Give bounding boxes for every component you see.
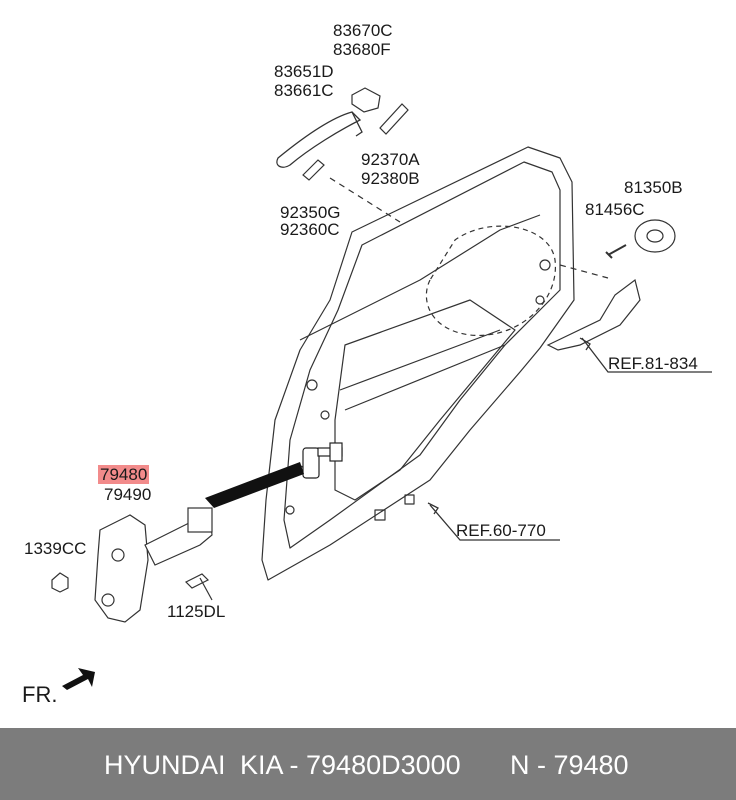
door-inner-frame <box>283 161 561 549</box>
latch-mechanism <box>546 278 641 351</box>
nut <box>51 572 69 593</box>
label-81456C: 81456C <box>585 200 645 219</box>
label-79480-highlighted: 79480 <box>98 465 150 484</box>
footer-part-number: KIA - 79480D3000 <box>240 750 461 780</box>
label-92360C: 92360C <box>280 220 340 239</box>
label-83661C: 83661C <box>274 81 334 100</box>
label-1339CC: 1339CC <box>24 539 87 558</box>
gasket-rear <box>302 159 325 181</box>
label-fr: FR. <box>22 682 58 707</box>
striker <box>634 219 676 253</box>
gasket-front <box>379 103 409 135</box>
handle-cover <box>351 87 381 113</box>
label-79490: 79490 <box>104 485 152 504</box>
label-83651D: 83651D <box>274 62 334 81</box>
label-81350B: 81350B <box>624 178 683 197</box>
lock-area <box>425 225 556 336</box>
label-92350G: 92350G <box>280 203 341 222</box>
guide-arrow <box>205 462 304 508</box>
fr-arrow <box>62 668 95 690</box>
bolt <box>184 573 213 601</box>
door-frame <box>261 146 575 581</box>
door-checker <box>94 507 213 623</box>
footer-ref: N - 79480 <box>510 750 629 780</box>
footer-brand: HYUNDAI <box>104 750 226 780</box>
door-drawing <box>51 87 712 690</box>
inner-panel <box>334 299 516 501</box>
reinforcement-beam <box>339 329 506 411</box>
window-sill <box>299 214 541 341</box>
label-ref-81-834: REF.81-834 <box>608 354 698 373</box>
outside-handle <box>276 111 363 168</box>
label-83670C: 83670C <box>333 21 393 40</box>
label-92370A: 92370A <box>361 150 420 169</box>
label-92380B: 92380B <box>361 169 420 188</box>
footer-bar: HYUNDAI KIA - 79480D3000 N - 79480 <box>0 728 736 800</box>
striker-screw <box>605 244 627 259</box>
label-ref-60-770: REF.60-770 <box>456 521 546 540</box>
label-83680F: 83680F <box>333 40 391 59</box>
check-link-installed <box>302 442 343 479</box>
parts-diagram: 83670C 83680F 83651D 83661C 92370A 92380… <box>22 21 712 707</box>
label-1125DL: 1125DL <box>167 602 226 621</box>
